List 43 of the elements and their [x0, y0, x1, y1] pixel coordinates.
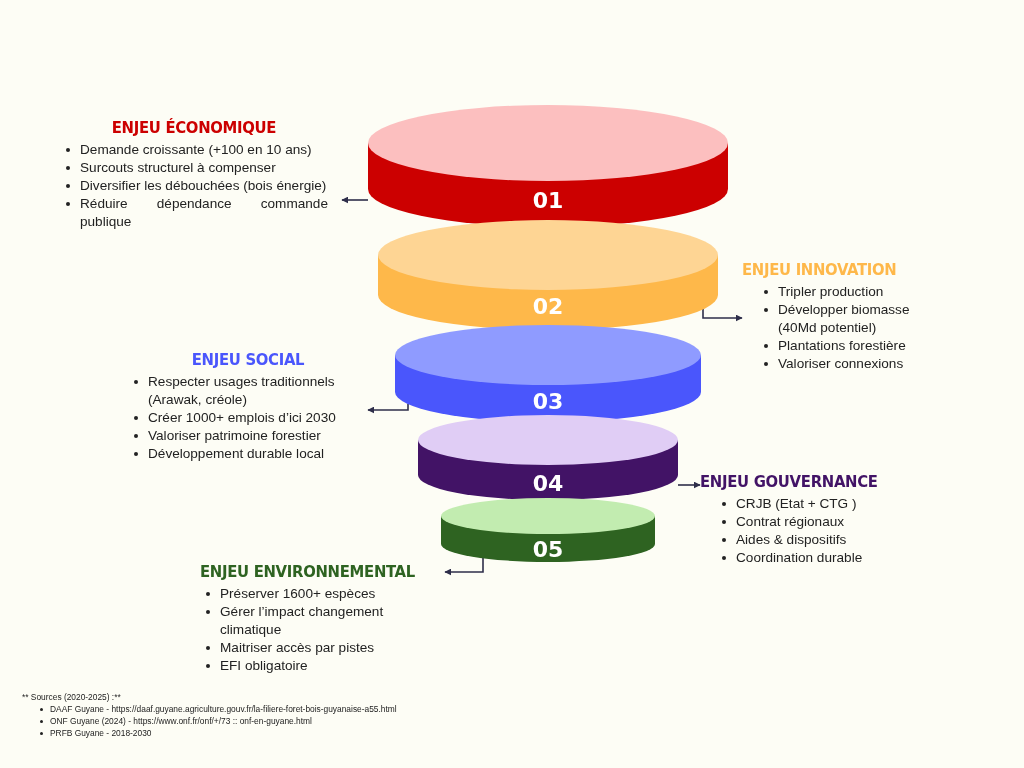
bullet-item: Respecter usages traditionnels (Arawak, créole) — [132, 373, 368, 409]
bullet-item: Tripler production — [762, 283, 932, 301]
bullet-item: Coordination durable — [720, 549, 920, 567]
bullet-item: Gérer l’impact changement climatique — [204, 603, 445, 639]
bullet-item: CRJB (Etat + CTG ) — [720, 495, 920, 513]
bullet-item: EFI obligatoire — [204, 657, 445, 675]
bullet-item: Développement durable local — [132, 445, 368, 463]
heading: ENJEU GOUVERNANCE — [700, 472, 878, 491]
heading: ENJEU ÉCONOMIQUE — [111, 118, 277, 137]
tier-number: 02 — [532, 293, 564, 318]
bullet-item: Réduire dépendance commande publique — [64, 195, 328, 231]
source-item: ONF Guyane (2024) - https://www.onf.fr/onf/+/73 :: onf-en-guyane.html — [40, 715, 397, 727]
arrow — [341, 196, 369, 204]
bullet-item: Développer biomasse (40Md potentiel) — [762, 301, 932, 337]
sources-heading: ** Sources (2020-2025) :** — [22, 692, 121, 702]
cylinder-tier — [395, 325, 701, 422]
heading: ENJEU INNOVATION — [742, 260, 897, 279]
heading: ENJEU ENVIRONNEMENTAL — [200, 562, 415, 581]
bullet-item: Surcouts structurel à compenser — [64, 159, 328, 177]
tier-number: 04 — [532, 470, 564, 495]
cylinder-tier — [368, 105, 728, 227]
bullet-item: Contrat régionaux — [720, 513, 920, 531]
bullet-item: Diversifier les débouchées (bois énergie) — [64, 177, 328, 195]
cylinder-tier — [418, 415, 678, 500]
source-item: PRFB Guyane - 2018-2030 — [40, 727, 397, 739]
bullet-item: Préserver 1600+ espèces — [204, 585, 445, 603]
cylinder-tier — [441, 498, 655, 562]
bullet-item: Créer 1000+ emplois d’ici 2030 — [132, 409, 368, 427]
bullet-item: Valoriser patrimoine forestier — [132, 427, 368, 445]
bullet-item: Aides & dispositifs — [720, 531, 920, 549]
tier-number: 05 — [532, 536, 564, 562]
bullet-item: Demande croissante (+100 en 10 ans) — [64, 141, 328, 159]
tier-number: 03 — [532, 388, 564, 414]
tier-number: 01 — [532, 187, 564, 213]
bullet-item: Plantations forestière — [762, 337, 932, 355]
cylinder-tier — [378, 220, 718, 330]
bullet-item: Maitriser accès par pistes — [204, 639, 445, 657]
arrow — [677, 481, 701, 489]
heading: ENJEU SOCIAL — [191, 350, 305, 369]
arrow — [444, 557, 484, 576]
bullet-item: Valoriser connexions — [762, 355, 932, 373]
arrow — [367, 403, 409, 414]
source-item: DAAF Guyane - https://daaf.guyane.agriculture.gouv.fr/la-filiere-foret-bois-guyanaise-a55.html — [40, 703, 397, 715]
